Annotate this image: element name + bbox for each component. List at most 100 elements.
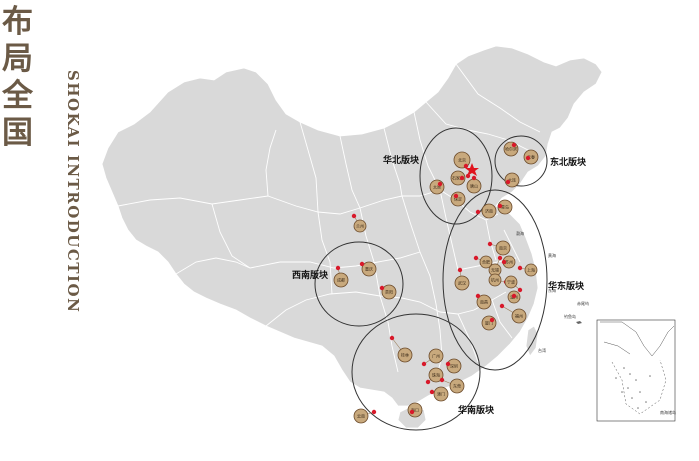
city-label-guangzhou: 广州 — [432, 353, 440, 359]
title-char-2: 局 — [2, 41, 33, 77]
title-char-4: 国 — [2, 115, 33, 151]
city-marker-shijiazhuang: 石家庄 — [450, 170, 466, 186]
region-label-north: 华北版块 — [383, 154, 420, 166]
city-dot-nanchang — [475, 293, 481, 299]
city-label-taiyuan: 太原 — [433, 184, 441, 190]
city-label-chengdu: 成都 — [337, 277, 345, 283]
city-badge — [449, 378, 465, 394]
city-dot-harbin — [511, 142, 517, 148]
city-dot-zhuhai — [425, 379, 431, 385]
city-marker-suzhou: 苏州 — [501, 255, 516, 269]
capital-star-icon — [465, 163, 479, 176]
city-marker-beijing: 北京 — [453, 151, 471, 169]
city-dot-taiyuan — [437, 181, 443, 187]
city-badge — [454, 275, 470, 291]
city-marker-langfang — [465, 173, 471, 179]
city-label-xiamen: 厦门 — [485, 320, 493, 326]
city-dot-shenzhen — [445, 361, 451, 367]
sea-label-east-china-sea: 东海 — [548, 287, 556, 293]
city-badge — [397, 347, 413, 363]
city-dot-jinan — [475, 209, 481, 215]
city-label-changchun: 长春 — [527, 154, 535, 160]
city-label-nanchang: 南昌 — [480, 299, 488, 305]
city-marker-guiyang: 贵阳 — [379, 284, 397, 300]
city-badge — [446, 358, 462, 374]
city-dot-nanjing — [487, 241, 493, 247]
city-dot-kunming — [371, 409, 377, 415]
city-badge — [479, 255, 493, 269]
city-label-lanzhou: 兰州 — [356, 223, 364, 229]
city-badge — [495, 240, 511, 256]
sea-label-bohai: 渤海 — [516, 230, 524, 236]
city-dot-guiyang — [379, 285, 385, 291]
city-marker-chengdu: 成都 — [333, 265, 349, 288]
city-marker-wuhan: 武汉 — [454, 267, 470, 291]
sea-label-diaoyu: 钓鱼岛 — [564, 313, 576, 319]
city-dot-wuxi — [497, 255, 503, 261]
region-label-south: 华南版块 — [458, 404, 495, 416]
city-label-wuhan: 武汉 — [458, 280, 466, 286]
city-label-haikou: 海口 — [411, 407, 419, 413]
city-label-harbin: 哈尔滨 — [505, 146, 517, 152]
city-marker-zhuhai: 珠海 — [425, 367, 444, 385]
city-dot-wenzhou — [511, 293, 517, 299]
city-dot-shanghai — [517, 265, 523, 271]
city-dot-guangzhou — [421, 361, 427, 367]
city-badge — [353, 408, 369, 424]
city-dot-suzhou — [501, 259, 507, 265]
city-marker-hefei: 合肥 — [473, 255, 493, 269]
city-marker-dongguan: 东莞 — [439, 377, 465, 394]
city-label-baoding: 保定 — [454, 196, 462, 202]
city-label-dongguan: 东莞 — [453, 383, 461, 389]
city-dot-chongqing — [359, 261, 365, 267]
city-label-kunming: 云南 — [357, 413, 365, 419]
city-marker-guangzhou: 广州 — [421, 348, 444, 367]
city-marker-lanzhou: 兰州 — [351, 213, 367, 233]
city-marker-xiamen: 厦门 — [481, 315, 497, 331]
city-dot-baoding — [453, 193, 459, 199]
city-badge — [476, 294, 492, 310]
city-dot-shijiazhuang — [459, 175, 465, 181]
city-marker-taiyuan: 太原 — [429, 179, 445, 195]
city-label-guilin: 桂林 — [401, 352, 409, 358]
city-label-shanghai: 上海 — [527, 267, 535, 273]
city-marker-harbin: 哈尔滨 — [503, 141, 519, 157]
city-markers: 北京唐山太原石家庄保定哈尔滨长春大连济南青岛南京无锡苏州上海杭州宁波合肥武汉南昌… — [333, 141, 539, 424]
sea-label-yellow-sea: 黄海 — [548, 252, 556, 258]
city-marker-wenzhou: 温州 — [507, 290, 521, 304]
city-marker-chongqing: 重庆 — [359, 261, 377, 277]
city-label-hefei: 合肥 — [482, 259, 490, 265]
page-subtitle: SHOKAI INTRODUCTION — [64, 70, 82, 314]
city-badge — [433, 386, 449, 402]
region-circles — [314, 127, 548, 431]
city-badge — [428, 367, 444, 383]
city-badge — [361, 261, 377, 277]
title-char-3: 全 — [2, 78, 33, 114]
city-marker-shenzhen: 深圳 — [445, 358, 462, 374]
city-dot-hefei — [473, 255, 479, 261]
city-label-fuzhou: 福州 — [515, 313, 523, 319]
sea-label-taiwan: 台湾 — [538, 347, 546, 353]
city-badge — [497, 199, 513, 215]
city-dot-beijing — [463, 163, 469, 169]
city-marker-tangshan: 唐山 — [466, 175, 482, 194]
city-dot-ningbo — [517, 287, 523, 293]
region-label-southwest: 西南版块 — [292, 269, 329, 281]
city-badge — [450, 170, 466, 186]
city-badge — [428, 348, 444, 364]
region-circle-northeast — [494, 135, 548, 187]
city-dot-dalian — [505, 179, 511, 185]
city-label-wuxi: 无锡 — [491, 267, 499, 273]
city-dot-langfang — [465, 173, 471, 179]
city-dot-guilin — [389, 335, 395, 341]
city-dot-qingdao — [497, 203, 503, 209]
page-title: 布 局 全 国 — [2, 4, 33, 152]
city-marker-kunming: 云南 — [353, 408, 377, 424]
city-dot-xiamen — [489, 317, 495, 323]
region-circle-southwest — [314, 241, 404, 327]
city-label-dalian: 大连 — [508, 177, 516, 183]
city-label-zhuhai: 珠海 — [432, 372, 440, 378]
city-badge — [353, 219, 367, 233]
city-badge — [381, 284, 397, 300]
